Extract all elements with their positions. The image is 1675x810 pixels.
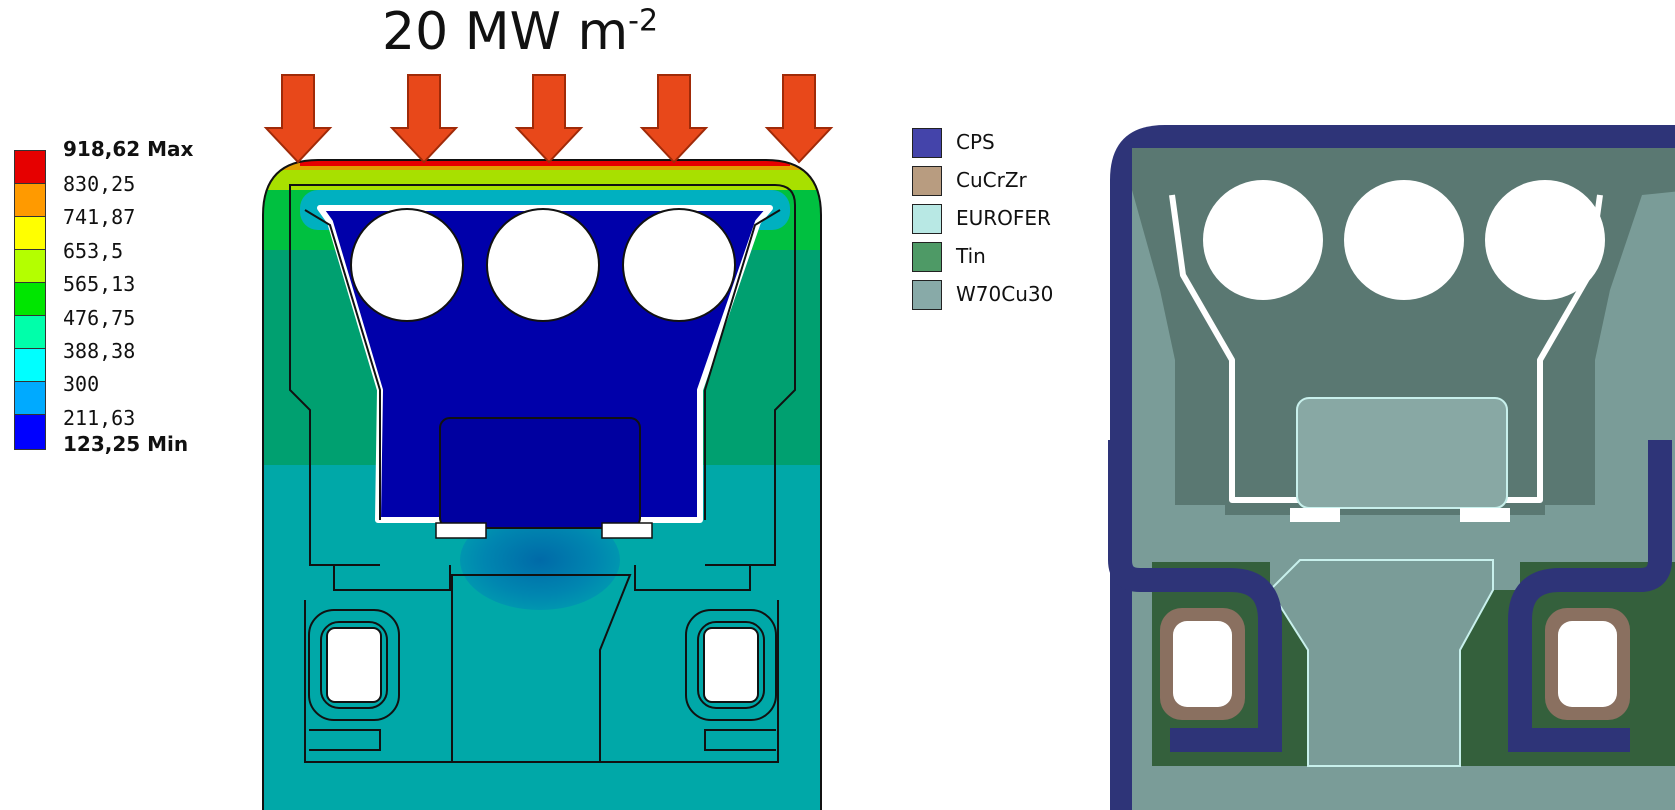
scale-label: 211,63 [63, 406, 136, 430]
material-swatch-tin [912, 242, 942, 272]
scale-label: 300 [63, 372, 100, 396]
cps-channel-left [1108, 440, 1282, 752]
material-label: CPS [956, 130, 995, 154]
scale-label-max: 918,62 Max [63, 137, 194, 161]
red-band [300, 160, 790, 166]
scale-swatch [14, 315, 46, 351]
scale-swatch [14, 282, 46, 318]
scale-label: 741,87 [63, 205, 136, 229]
coolant-channel-left [326, 627, 382, 703]
title-superscript: -2 [628, 3, 659, 39]
coolant-channel [1203, 180, 1323, 300]
cps-channel-right [1508, 440, 1672, 752]
scale-swatch [14, 381, 46, 417]
material-label: EUROFER [956, 206, 1051, 230]
core-tab [435, 522, 487, 539]
scale-label-min: 123,25 Min [63, 432, 189, 456]
coolant-channel-right [1558, 621, 1617, 707]
material-label: Tin [956, 244, 986, 268]
coolant-channel [1485, 180, 1605, 300]
material-label: W70Cu30 [956, 282, 1054, 306]
scale-swatch [14, 348, 46, 384]
eurofer-tab [1460, 508, 1510, 522]
center-pillar [1268, 559, 1494, 767]
material-label: CuCrZr [956, 168, 1027, 192]
core-block [439, 417, 641, 529]
body-outline [262, 159, 822, 810]
coolant-channel [350, 208, 464, 322]
warm-spot [460, 510, 620, 610]
coolant-channel [622, 208, 736, 322]
scale-label: 476,75 [63, 306, 136, 330]
heat-flux-arrow [514, 74, 584, 164]
material-swatch-cucrzr [912, 166, 942, 196]
material-swatch-cps [912, 128, 942, 158]
scale-label: 653,5 [63, 239, 124, 263]
scale-label: 830,25 [63, 172, 136, 196]
scale-label: 565,13 [63, 272, 136, 296]
heat-flux-title: 20 MW m-2 [382, 2, 658, 62]
coolant-channel-left [1173, 621, 1232, 707]
scale-swatch [14, 183, 46, 219]
material-swatch-w70cu30 [912, 280, 942, 310]
coolant-channel [486, 208, 600, 322]
scale-swatch [14, 216, 46, 252]
heat-flux-arrow [263, 74, 333, 164]
heat-flux-arrow [764, 74, 834, 164]
title-text: 20 MW m [382, 2, 629, 62]
eurofer-tab [1290, 508, 1340, 522]
heat-flux-arrow [389, 74, 459, 164]
scale-label: 388,38 [63, 339, 136, 363]
heat-flux-arrows [263, 74, 834, 164]
coolant-channels [350, 208, 736, 322]
coolant-channel [1344, 180, 1464, 300]
core-tab [601, 522, 653, 539]
coolant-channel-right [703, 627, 759, 703]
scale-swatch [14, 414, 46, 450]
contour-lines [289, 183, 796, 763]
material-swatch-eurofer [912, 204, 942, 234]
eurofer-block [1296, 397, 1508, 509]
heat-flux-arrow [639, 74, 709, 164]
